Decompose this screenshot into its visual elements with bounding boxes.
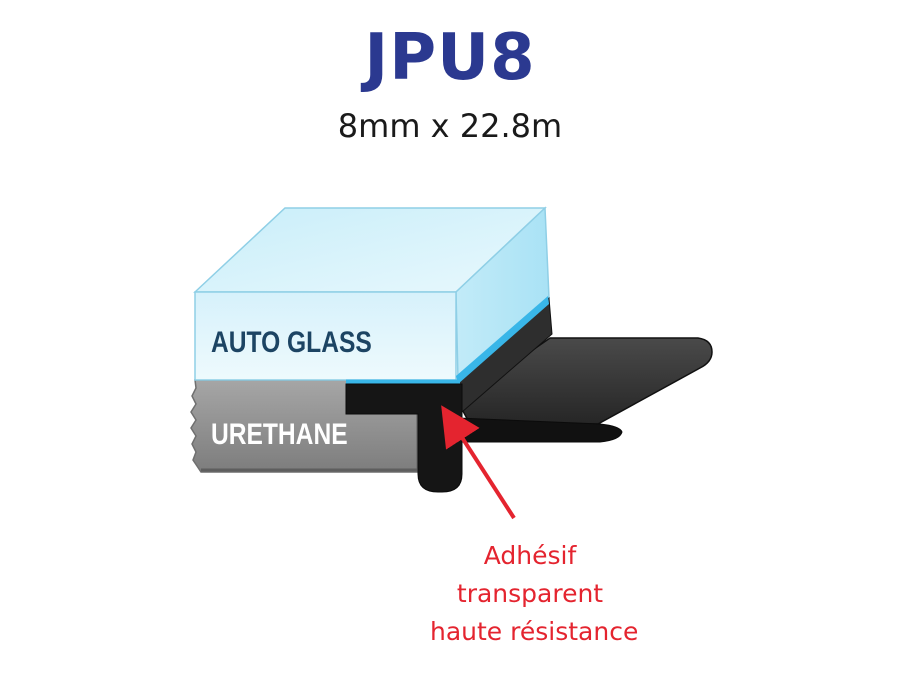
callout-line-2: transparent	[456, 579, 604, 608]
urethane-label: URETHANE	[211, 417, 348, 451]
product-code: JPU8	[364, 21, 536, 95]
glass-front-face	[194, 291, 457, 381]
adhesive-callout-arrow	[441, 405, 516, 520]
auto-glass-label: AUTO GLASS	[211, 325, 372, 359]
molding-flange-edge	[457, 417, 623, 443]
molding-front-profile	[345, 383, 463, 493]
adhesive-edge-strip	[456, 296, 549, 384]
callout-line-3: haute résistance	[430, 617, 639, 646]
product-dimensions: 8mm x 22.8m	[337, 107, 563, 145]
adhesive-callout-text: Adhésif transparent haute résistance	[430, 537, 639, 651]
callout-line-1: Adhésif	[483, 541, 577, 570]
